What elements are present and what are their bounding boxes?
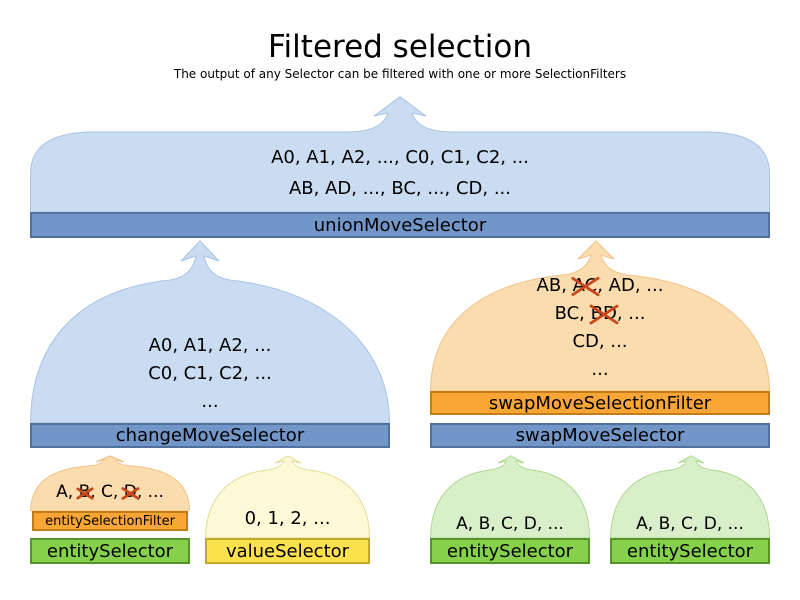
change-funnel: A0, A1, A2, ... C0, C1, C2, ... ... <box>30 240 390 423</box>
change-output-line-2: C0, C1, C2, ... <box>148 363 272 384</box>
change-funnel-arrow-shape <box>30 240 390 423</box>
crossed-value: BD <box>591 300 617 328</box>
diagram-title: Filtered selection <box>267 29 533 65</box>
union-move-selector-bar: unionMoveSelector <box>30 212 770 238</box>
swap-output-line-1: AB, AC, AD, ... <box>430 272 770 300</box>
entity-filter-funnel-arrow-shape <box>30 455 190 511</box>
entity-selection-filter-bar: entitySelectionFilter <box>32 511 188 531</box>
swap-output-line-4: ... <box>591 359 609 380</box>
diagram-subtitle: The output of any Selector can be filter… <box>173 67 627 81</box>
swap-move-selector-bar: swapMoveSelector <box>430 423 770 448</box>
swap-move-selection-filter-bar: swapMoveSelectionFilter <box>430 391 770 415</box>
union-funnel-arrow-shape <box>30 96 770 212</box>
entity-funnel-2-arrow-shape <box>430 455 590 538</box>
crossed-value: AC <box>573 272 598 300</box>
entity-filter-funnel: A, B, C, D, ... <box>30 455 190 511</box>
entity-selector-bar-1: entitySelector <box>30 538 190 564</box>
entity-2-output-line: A, B, C, D, ... <box>456 514 564 534</box>
change-move-selector-bar: changeMoveSelector <box>30 423 390 448</box>
value-selector-bar: valueSelector <box>205 538 370 564</box>
crossed-value: B <box>78 482 91 502</box>
union-funnel: A0, A1, A2, ..., C0, C1, C2, ... AB, AD,… <box>30 96 770 212</box>
union-output-line-1: A0, A1, A2, ..., C0, C1, C2, ... <box>271 147 529 168</box>
swap-output-line-3: CD, ... <box>572 331 628 352</box>
change-output-line-3: ... <box>201 391 219 412</box>
entity-selector-bar-2: entitySelector <box>430 538 590 564</box>
entity-funnel-2: A, B, C, D, ... <box>430 455 590 538</box>
swap-funnel: AB, AC, AD, ... BC, BD, ... CD, ... ... <box>430 240 770 391</box>
union-output-line-2: AB, AD, ..., BC, ..., CD, ... <box>288 178 512 199</box>
entity-funnel-3: A, B, C, D, ... <box>610 455 770 538</box>
value-funnel-arrow-shape <box>205 455 370 538</box>
change-output-line-1: A0, A1, A2, ... <box>148 335 272 356</box>
swap-output-line-2: BC, BD, ... <box>430 300 770 328</box>
entity-funnel-3-arrow-shape <box>610 455 770 538</box>
entity-filter-output-line: A, B, C, D, ... <box>56 482 164 502</box>
value-output-line: 0, 1, 2, ... <box>244 508 331 529</box>
entity-3-output-line: A, B, C, D, ... <box>636 514 744 534</box>
crossed-value: D <box>123 482 137 502</box>
entity-selector-bar-3: entitySelector <box>610 538 770 564</box>
value-funnel: 0, 1, 2, ... <box>205 455 370 538</box>
